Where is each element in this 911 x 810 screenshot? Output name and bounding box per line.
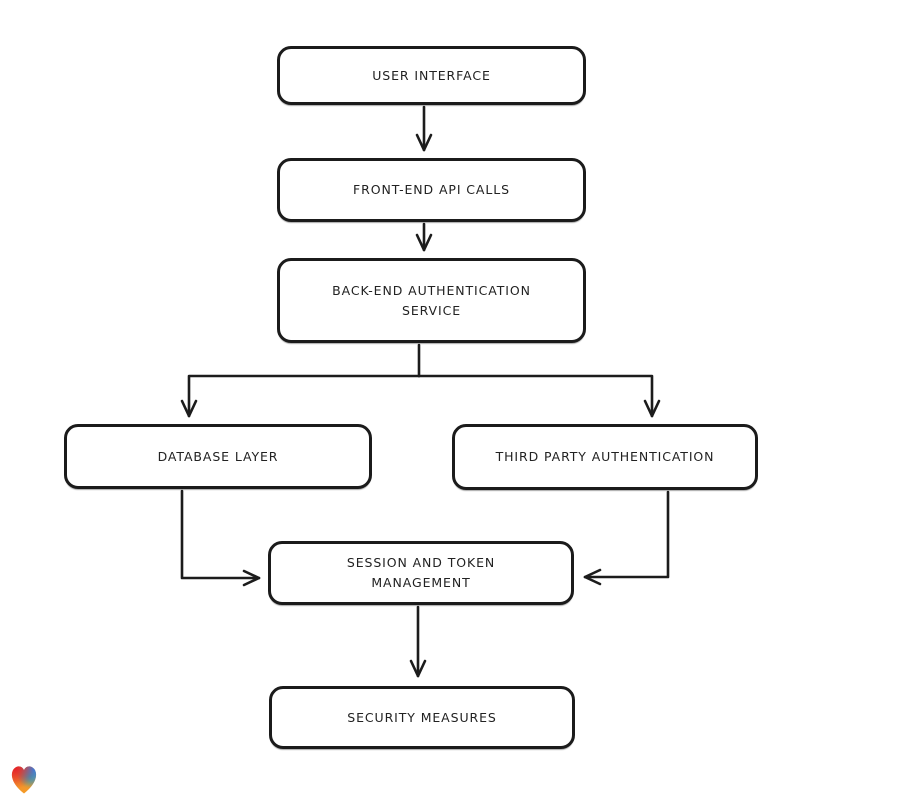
node-user-interface[interactable]: USER INTERFACE — [277, 46, 586, 105]
node-label: FRONT-END API CALLS — [353, 182, 510, 197]
edge-database-to-session — [180, 489, 261, 587]
node-label: SESSION AND TOKEN MANAGEMENT — [346, 555, 496, 590]
node-label: BACK-END AUTHENTICATION SERVICE — [332, 282, 531, 318]
node-label: THIRD PARTY AUTHENTICATION — [495, 449, 715, 464]
node-label: SECURITY MEASURES — [347, 709, 497, 725]
node-label: USER INTERFACE — [372, 67, 491, 83]
node-backend-auth-service[interactable]: BACK-END AUTHENTICATION SERVICE — [277, 258, 586, 343]
node-session-token-management[interactable]: SESSION AND TOKEN MANAGEMENT — [268, 541, 574, 605]
node-database-layer[interactable]: DATABASE LAYER — [64, 424, 372, 489]
eraser-logo[interactable] — [8, 762, 40, 796]
heart-icon — [8, 762, 40, 796]
edge-backend-to-thirdparty — [417, 374, 661, 418]
node-frontend-api-calls[interactable]: FRONT-END API CALLS — [277, 158, 586, 222]
edge-thirdparty-to-session — [583, 490, 670, 586]
node-label: DATABASE LAYER — [157, 448, 279, 464]
node-security-measures[interactable]: SECURITY MEASURES — [269, 686, 575, 749]
node-third-party-auth[interactable]: THIRD PARTY AUTHENTICATION — [452, 424, 758, 490]
edge-backend-to-database — [180, 374, 421, 418]
